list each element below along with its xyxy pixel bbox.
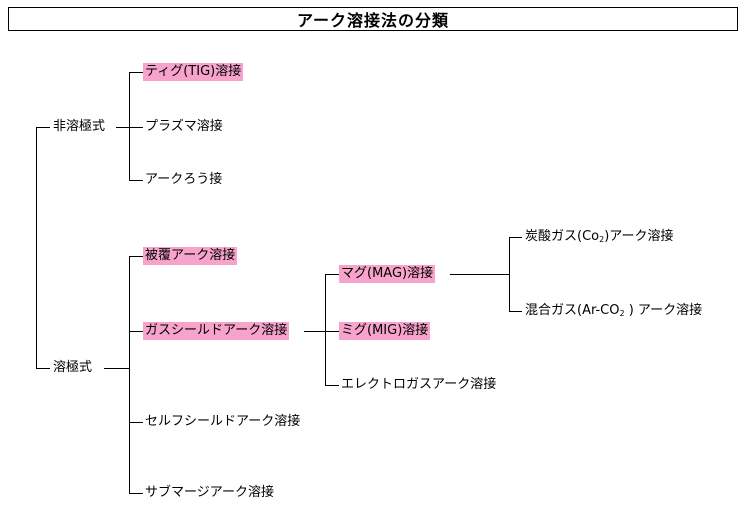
node-tig-welding: ティグ(TIG)溶接 bbox=[143, 63, 244, 81]
node-gas-shielded-arc-welding: ガスシールドアーク溶接 bbox=[143, 322, 290, 340]
node-co2-arc-welding: 炭酸ガス(Co2)アーク溶接 bbox=[525, 229, 674, 244]
title-box: アーク溶接法の分類 bbox=[8, 7, 738, 31]
node-arc-brazing: アークろう接 bbox=[145, 172, 223, 187]
node-non-consumable: 非溶極式 bbox=[53, 119, 106, 134]
node-plasma-welding: プラズマ溶接 bbox=[145, 119, 223, 134]
node-mag-welding: マグ(MAG)溶接 bbox=[339, 265, 436, 283]
node-consumable: 溶極式 bbox=[53, 360, 93, 375]
node-submerged-arc-welding: サブマージアーク溶接 bbox=[145, 485, 274, 500]
node-self-shielded-arc-welding: セルフシールドアーク溶接 bbox=[145, 414, 301, 429]
node-covered-arc-welding: 被覆アーク溶接 bbox=[143, 247, 238, 265]
node-electro-gas-arc-welding: エレクトロガスアーク溶接 bbox=[341, 377, 497, 392]
node-mig-welding: ミグ(MIG)溶接 bbox=[339, 322, 431, 340]
node-mixed-gas-arc-welding: 混合ガス(Ar-CO2 ) アーク溶接 bbox=[525, 303, 703, 318]
diagram-title: アーク溶接法の分類 bbox=[296, 11, 450, 30]
